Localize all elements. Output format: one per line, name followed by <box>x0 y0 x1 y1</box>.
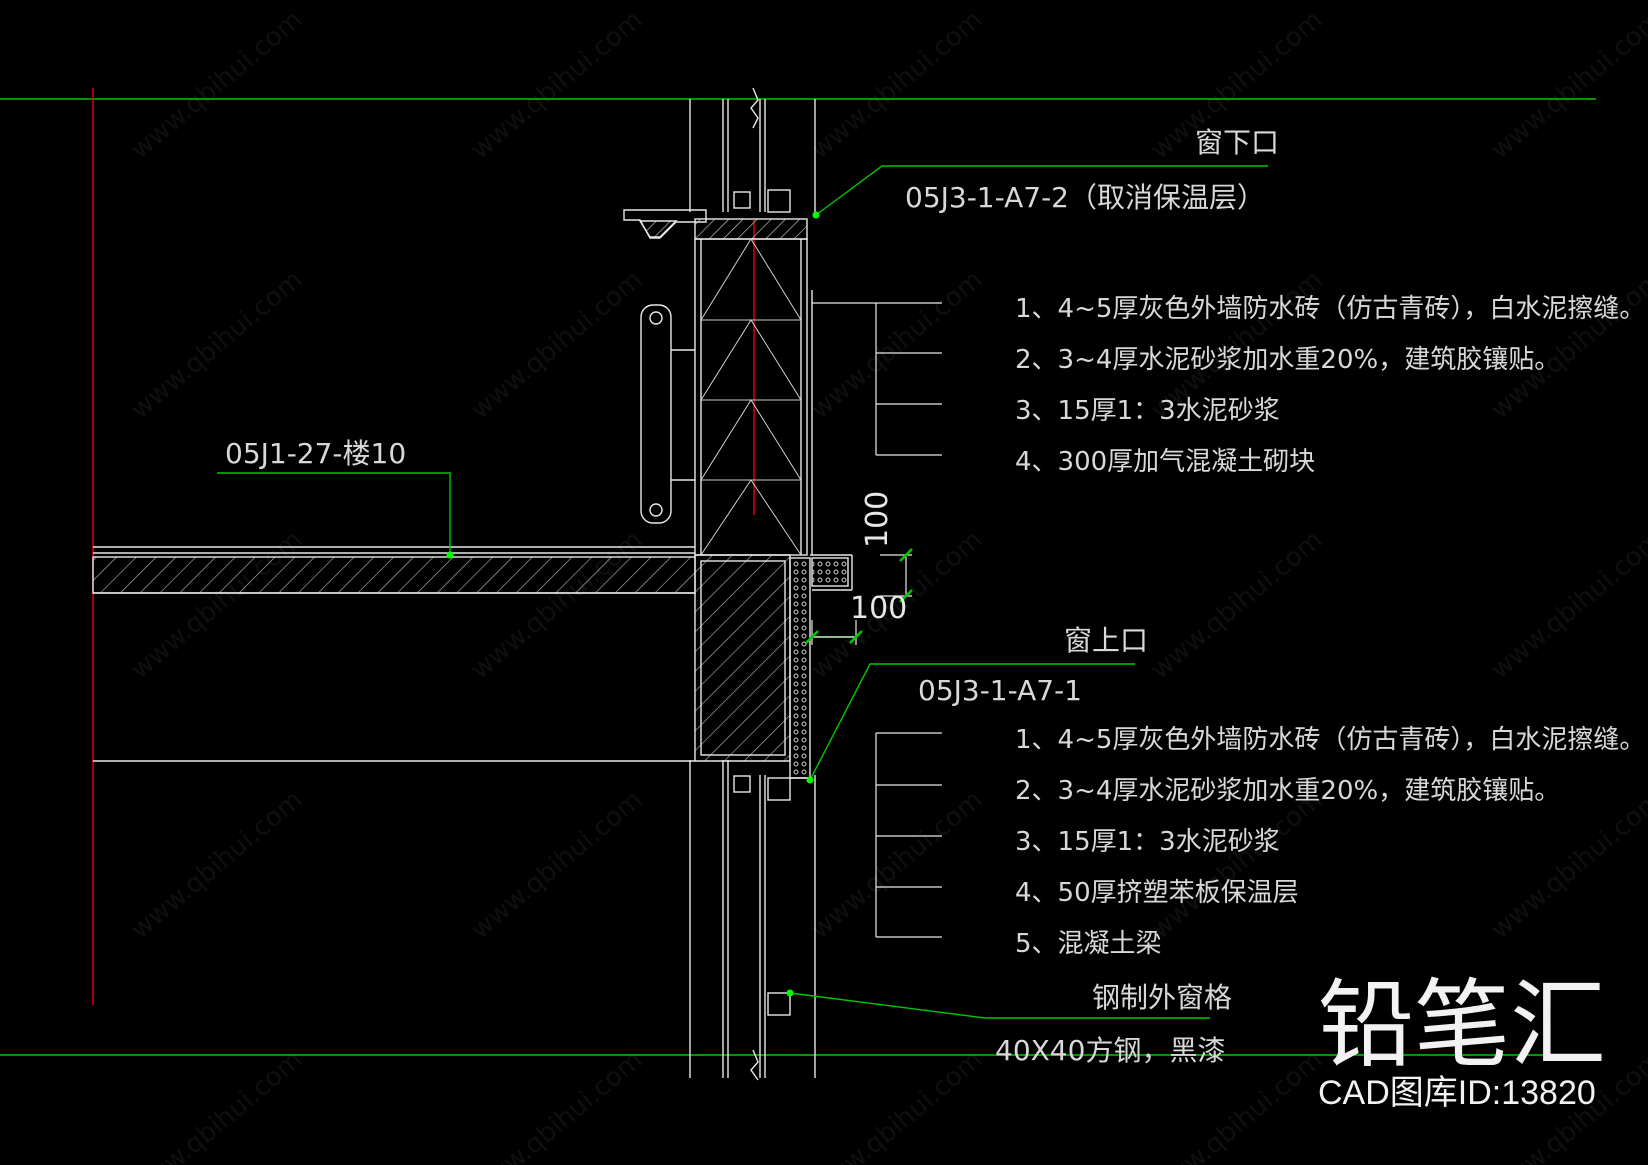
dimension-marks <box>811 554 912 645</box>
watermark-text: www.qbihui.com <box>465 525 648 685</box>
grille-title: 钢制外窗格 <box>1092 981 1232 1014</box>
head-note-1: 1、4~5厚灰色外墙防水砖（仿古青砖），白水泥擦缝。 <box>1015 725 1645 755</box>
window-sill <box>623 209 808 240</box>
sill-note-1: 1、4~5厚灰色外墙防水砖（仿古青砖），白水泥擦缝。 <box>1015 294 1645 324</box>
watermark-text: www.qbihui.com <box>125 525 308 685</box>
dimension-ticks <box>805 548 913 644</box>
grille-spec: 40X40方钢，黑漆 <box>995 1034 1225 1067</box>
leader-grille <box>789 992 1210 1019</box>
brand-logo: 铅笔汇 <box>1318 969 1606 1081</box>
watermark-text: www.qbihui.com <box>125 785 308 945</box>
watermark-text: www.qbihui.com <box>805 265 988 425</box>
head-note-3: 3、15厚1：3水泥砂浆 <box>1015 827 1280 857</box>
watermark-text: www.qbihui.com <box>125 1045 308 1165</box>
head-note-5: 5、混凝土梁 <box>1015 929 1162 959</box>
watermark-text: www.qbihui.com <box>805 5 988 165</box>
watermark-text: www.qbihui.com <box>1485 525 1648 685</box>
window-frame <box>689 87 816 1081</box>
head-title: 窗上口 <box>1064 624 1148 657</box>
brand-id: CAD图库ID:13820 <box>1318 1074 1596 1112</box>
block-wall <box>694 238 813 556</box>
dimension-horizontal: 100 <box>850 591 907 626</box>
watermark-text: www.qbihui.com <box>465 5 648 165</box>
head-note-4: 4、50厚挤塑苯板保温层 <box>1015 878 1299 908</box>
concrete-beam <box>694 554 853 779</box>
sill-title: 窗下口 <box>1195 126 1279 159</box>
watermark-text: www.qbihui.com <box>125 5 308 165</box>
watermark-text: www.qbihui.com <box>465 265 648 425</box>
watermark-text: www.qbihui.com <box>1145 525 1328 685</box>
watermark-text: www.qbihui.com <box>1145 785 1328 945</box>
floor-ref: 05J1-27-楼10 <box>225 437 406 470</box>
wall-fixture <box>640 304 695 524</box>
sill-note-3: 3、15厚1：3水泥砂浆 <box>1015 396 1280 426</box>
watermark-text: www.qbihui.com <box>465 785 648 945</box>
watermark-text: www.qbihui.com <box>125 265 308 425</box>
head-note-2: 2、3~4厚水泥砂浆加水重20%，建筑胶镶贴。 <box>1015 776 1560 806</box>
frame-lines <box>0 98 1596 1056</box>
leader-sill <box>815 165 1268 216</box>
leader-dots <box>446 211 820 997</box>
watermark-text: www.qbihui.com <box>465 1045 648 1165</box>
leader-floor <box>217 472 451 555</box>
watermark-text: www.qbihui.com <box>1485 5 1648 165</box>
sill-ref: 05J3-1-A7-2（取消保温层） <box>905 181 1265 214</box>
watermark-text: www.qbihui.com <box>1485 785 1648 945</box>
head-ref: 05J3-1-A7-1 <box>918 674 1082 707</box>
note-bracket-head <box>875 732 942 938</box>
leader-head <box>809 663 1135 781</box>
note-bracket-sill <box>812 302 942 456</box>
sill-note-4: 4、300厚加气混凝土砌块 <box>1015 447 1315 477</box>
floor-slab <box>92 546 696 762</box>
dimension-vertical: 100 <box>860 491 895 548</box>
watermark-text: www.qbihui.com <box>805 785 988 945</box>
sill-note-2: 2、3~4厚水泥砂浆加水重20%，建筑胶镶贴。 <box>1015 345 1560 375</box>
watermark-text: www.qbihui.com <box>805 1045 988 1165</box>
